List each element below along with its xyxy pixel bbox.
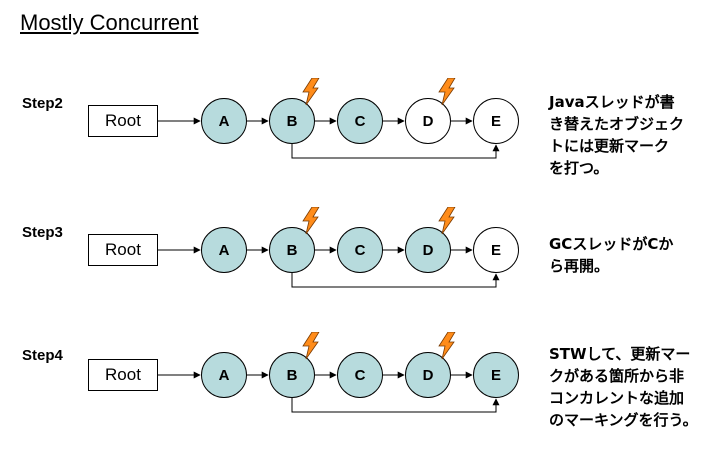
edge-b-e bbox=[291, 398, 500, 413]
lightning-bolt-icon bbox=[302, 78, 320, 106]
node-e: E bbox=[473, 98, 519, 144]
root-box: Root bbox=[88, 234, 158, 266]
node-d: D bbox=[405, 352, 451, 398]
step-label: Step4 bbox=[22, 347, 63, 364]
description-line: GCスレッドがCか bbox=[549, 235, 674, 253]
step-label: Step3 bbox=[22, 224, 63, 241]
lightning-bolt-icon bbox=[302, 207, 320, 235]
node-a: A bbox=[201, 227, 247, 273]
edge-b-e bbox=[291, 273, 500, 288]
lightning-bolt-icon bbox=[302, 332, 320, 360]
description-line: き替えたオブジェク bbox=[549, 115, 685, 133]
root-box: Root bbox=[88, 359, 158, 391]
step-description: STWして、更新マークがある箇所から非コンカレントな追加のマーキングを行う。 bbox=[549, 343, 714, 431]
node-c: C bbox=[337, 352, 383, 398]
description-line: Javaスレッドが書 bbox=[549, 93, 675, 111]
description-line: クがある箇所から非 bbox=[549, 367, 685, 385]
node-c: C bbox=[337, 98, 383, 144]
description-line: のマーキングを行う。 bbox=[549, 411, 698, 429]
node-d: D bbox=[405, 98, 451, 144]
root-box: Root bbox=[88, 105, 158, 137]
description-line: ら再開。 bbox=[549, 257, 610, 275]
node-d: D bbox=[405, 227, 451, 273]
description-line: STWして、更新マー bbox=[549, 345, 691, 363]
step-description: Javaスレッドが書き替えたオブジェクトには更新マークを打つ。 bbox=[549, 91, 714, 179]
edge-b-e bbox=[291, 144, 500, 159]
step-label: Step2 bbox=[22, 95, 63, 112]
node-e: E bbox=[473, 227, 519, 273]
description-line: コンカレントな追加 bbox=[549, 389, 685, 407]
node-e: E bbox=[473, 352, 519, 398]
node-a: A bbox=[201, 352, 247, 398]
lightning-bolt-icon bbox=[438, 332, 456, 360]
node-c: C bbox=[337, 227, 383, 273]
node-b: B bbox=[269, 352, 315, 398]
node-b: B bbox=[269, 227, 315, 273]
lightning-bolt-icon bbox=[438, 207, 456, 235]
page-title: Mostly Concurrent bbox=[20, 10, 199, 35]
step-description: GCスレッドがCから再開。 bbox=[549, 233, 714, 277]
lightning-bolt-icon bbox=[438, 78, 456, 106]
node-b: B bbox=[269, 98, 315, 144]
description-line: トには更新マーク bbox=[549, 137, 670, 155]
node-a: A bbox=[201, 98, 247, 144]
description-line: を打つ。 bbox=[549, 159, 609, 177]
